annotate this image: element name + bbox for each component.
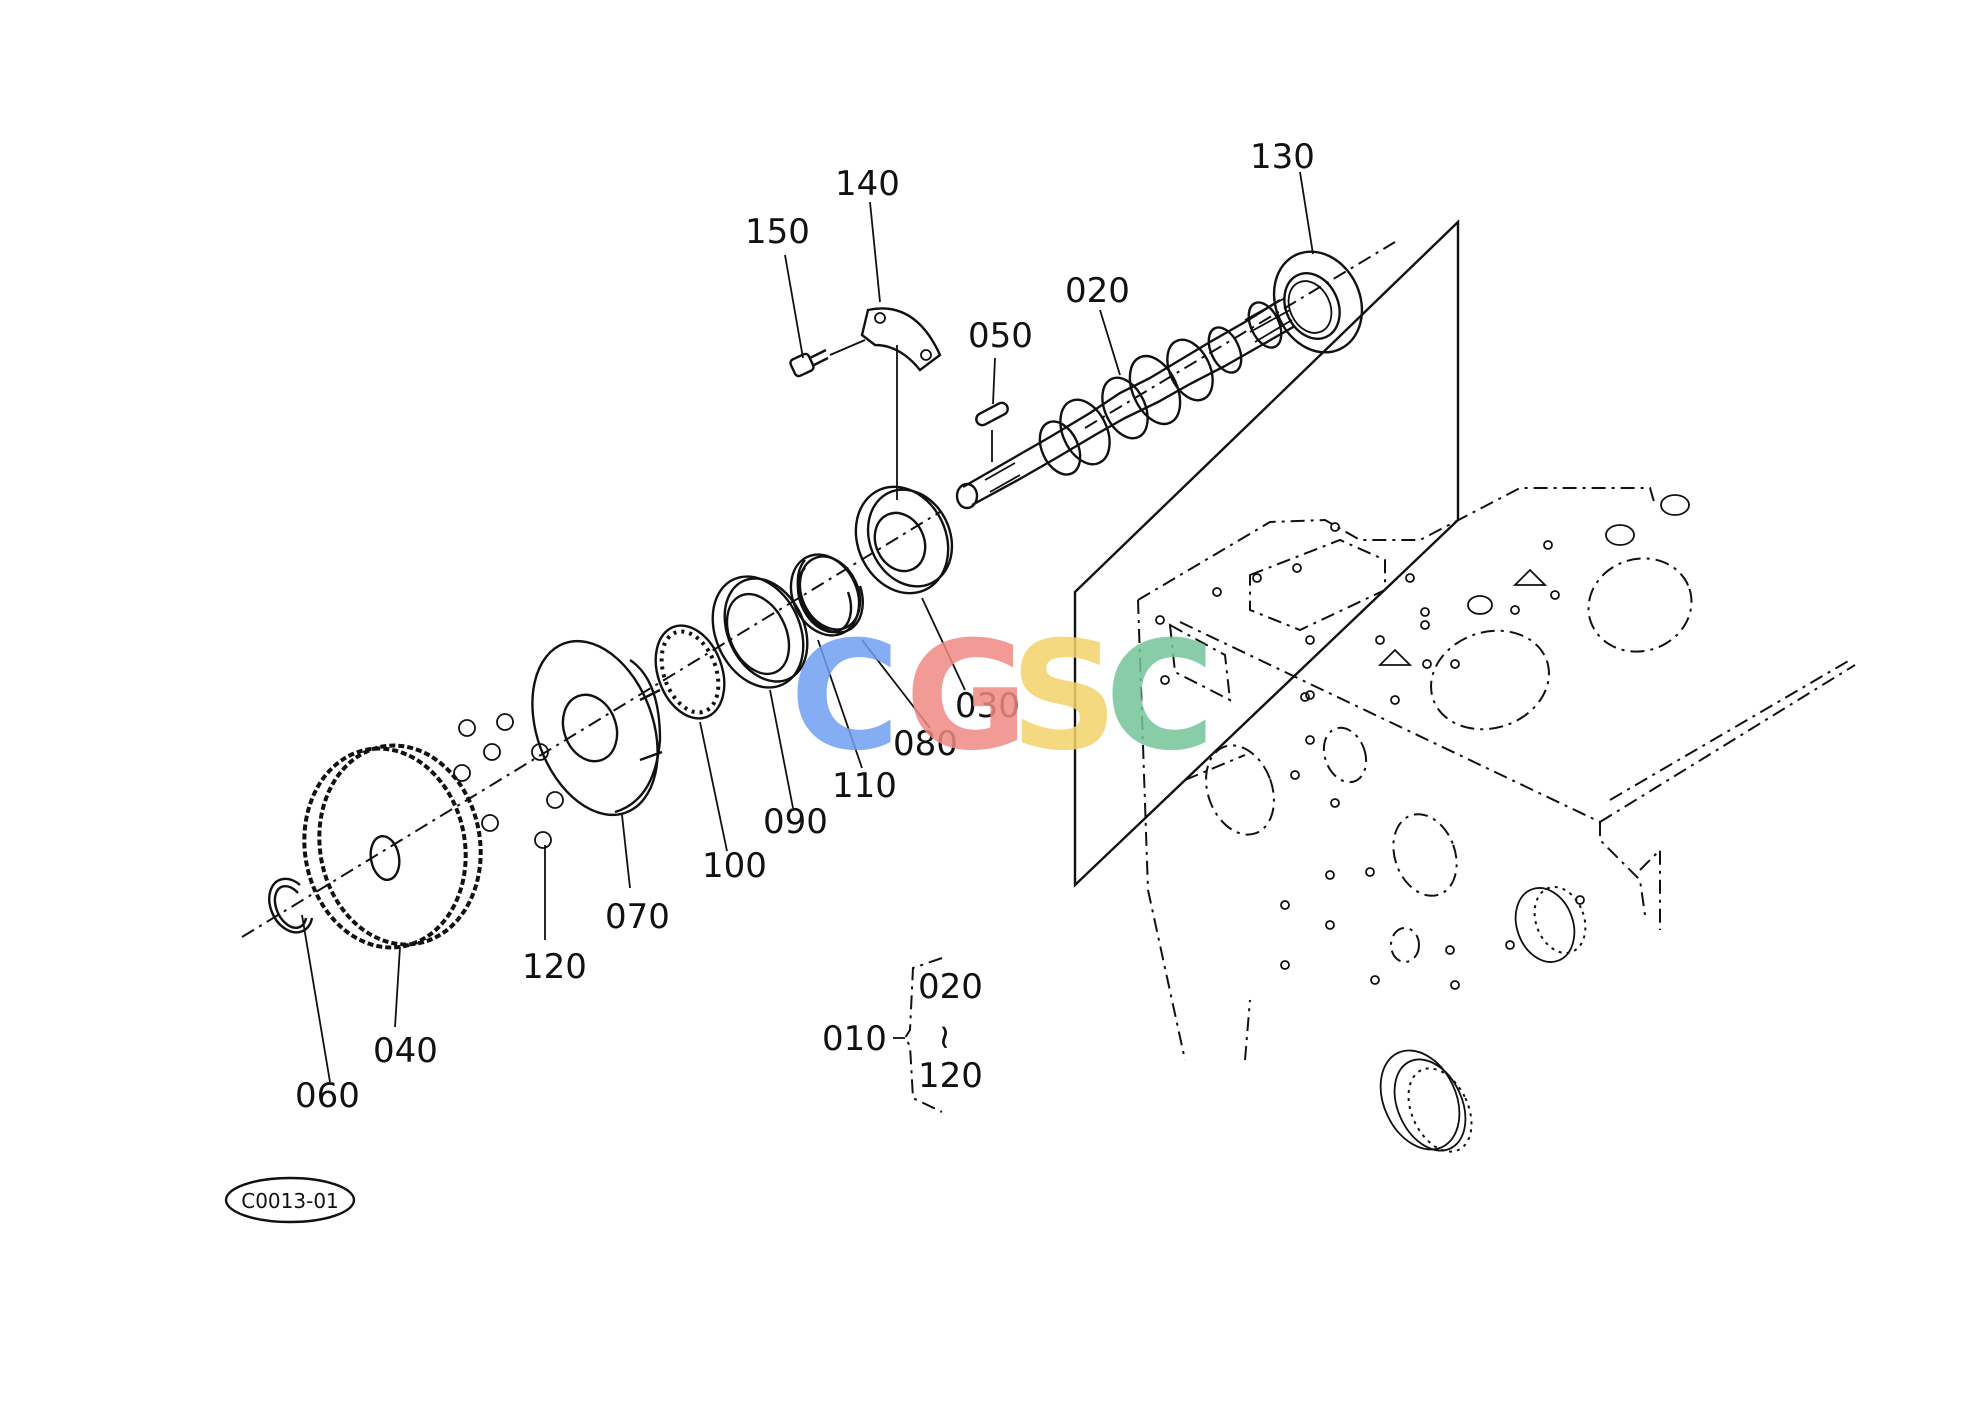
key-050 <box>975 401 1009 462</box>
bearing-030 <box>854 485 954 595</box>
callout-labels: 130 140 150 020 050 030 080 110 090 100 … <box>295 137 1315 1116</box>
gear-040 <box>302 743 483 950</box>
ring-110 <box>789 553 862 637</box>
assembly-range: 010 020 ~ 120 <box>822 957 983 1113</box>
snap-ring-060 <box>268 877 314 934</box>
gear-hub-070 <box>531 639 663 817</box>
watermark-letter-1: C <box>790 610 900 784</box>
callout-140: 140 <box>835 164 900 204</box>
callout-130: 130 <box>1250 137 1315 177</box>
callout-010: 010 <box>822 1019 887 1059</box>
callout-050: 050 <box>968 316 1033 356</box>
bearing-130 <box>1272 250 1364 354</box>
callout-030: 030 <box>955 686 1020 726</box>
axis-to-block <box>1184 754 1246 781</box>
watermark-letter-4: C <box>1105 610 1215 784</box>
callout-070: 070 <box>605 897 670 937</box>
thrust-plate-140 <box>860 307 942 500</box>
watermark: C G S C <box>790 610 1215 784</box>
range-bottom: 120 <box>918 1056 983 1096</box>
range-separator: ~ <box>925 1023 965 1052</box>
watermark-letter-3: S <box>1010 610 1118 784</box>
leader-lines <box>301 171 1314 1083</box>
center-axis <box>241 241 1396 938</box>
diagram-code-badge: C0013-01 <box>224 1176 356 1224</box>
callout-020: 020 <box>1065 271 1130 311</box>
range-top: 020 <box>918 967 983 1007</box>
diagram-code: C0013-01 <box>241 1189 339 1213</box>
callout-080: 080 <box>893 724 958 764</box>
circlip-080 <box>796 559 864 634</box>
needle-bearing-100 <box>654 624 726 720</box>
callout-090: 090 <box>763 802 828 842</box>
callout-100: 100 <box>702 846 767 886</box>
callout-060: 060 <box>295 1076 360 1116</box>
callout-110: 110 <box>832 766 897 806</box>
balls-120 <box>453 713 564 849</box>
callout-120: 120 <box>522 947 587 987</box>
callout-150: 150 <box>745 212 810 252</box>
cover-plug <box>1379 1049 1473 1153</box>
callout-040: 040 <box>373 1031 438 1071</box>
bolt-150 <box>789 339 866 378</box>
watermark-letter-2: G <box>905 610 1028 784</box>
bearing-090 <box>711 575 809 689</box>
engine-block <box>1073 219 1856 1061</box>
camshaft-020 <box>955 297 1296 510</box>
